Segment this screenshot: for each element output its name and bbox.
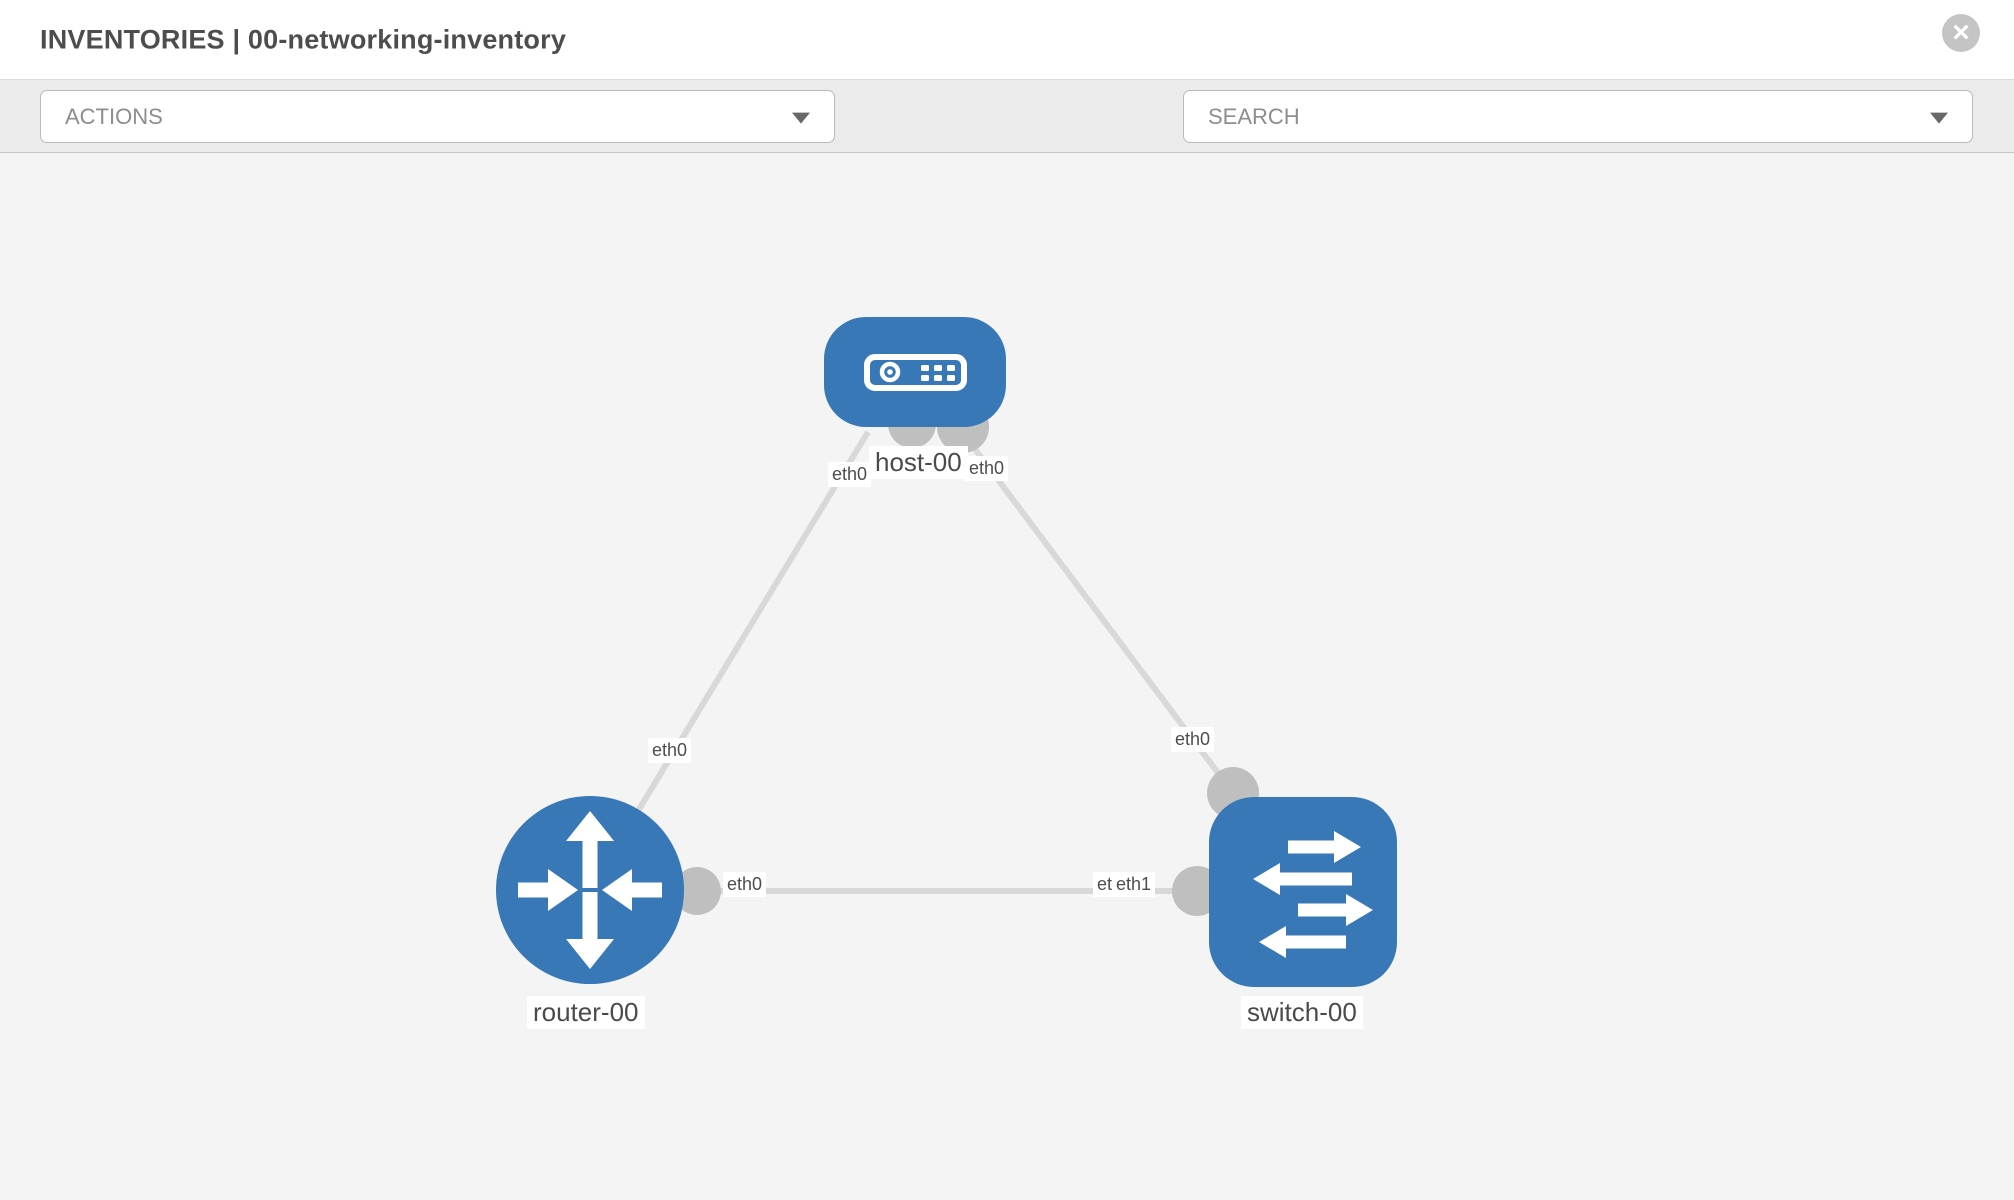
search-dropdown-label: SEARCH xyxy=(1208,103,1300,129)
toolbar: ACTIONS SEARCH xyxy=(0,79,2014,216)
chevron-down-icon xyxy=(1930,112,1948,124)
links xyxy=(587,430,1236,894)
topology-graph xyxy=(496,317,1397,987)
node-label-switch: switch-00 xyxy=(1241,996,1363,1029)
actions-dropdown[interactable]: ACTIONS xyxy=(40,90,835,143)
port-label-router-uplink: eth0 xyxy=(648,738,692,763)
header-bar: INVENTORIES | 00-networking-inventory × xyxy=(0,0,2014,79)
port-label-host-left: eth0 xyxy=(828,462,872,487)
port-label-switch-uplink: eth0 xyxy=(1171,727,1215,752)
port-label-switch-lan-front: eth1 xyxy=(1112,872,1156,897)
close-icon: × xyxy=(1952,16,1970,49)
port-label-host-right: eth0 xyxy=(965,456,1009,481)
chevron-down-icon xyxy=(792,112,810,124)
topology-canvas[interactable]: host-00 router-00 switch-00 eth0 eth0 et… xyxy=(0,153,2014,1200)
node-router[interactable] xyxy=(496,796,684,984)
page-title: INVENTORIES | 00-networking-inventory xyxy=(40,24,567,54)
switch-arrows-icon xyxy=(1253,831,1373,958)
close-button[interactable]: × xyxy=(1942,14,1980,52)
node-switch[interactable] xyxy=(1209,797,1397,987)
node-label-host: host-00 xyxy=(869,446,968,479)
node-host[interactable] xyxy=(824,317,1006,427)
port-connector xyxy=(673,867,721,915)
host-server-icon xyxy=(864,354,967,391)
search-dropdown[interactable]: SEARCH xyxy=(1183,90,1973,143)
port-label-router-lan: eth0 xyxy=(723,872,767,897)
router-arrows-icon xyxy=(518,811,662,969)
node-label-router: router-00 xyxy=(527,996,645,1029)
actions-dropdown-label: ACTIONS xyxy=(65,103,163,129)
